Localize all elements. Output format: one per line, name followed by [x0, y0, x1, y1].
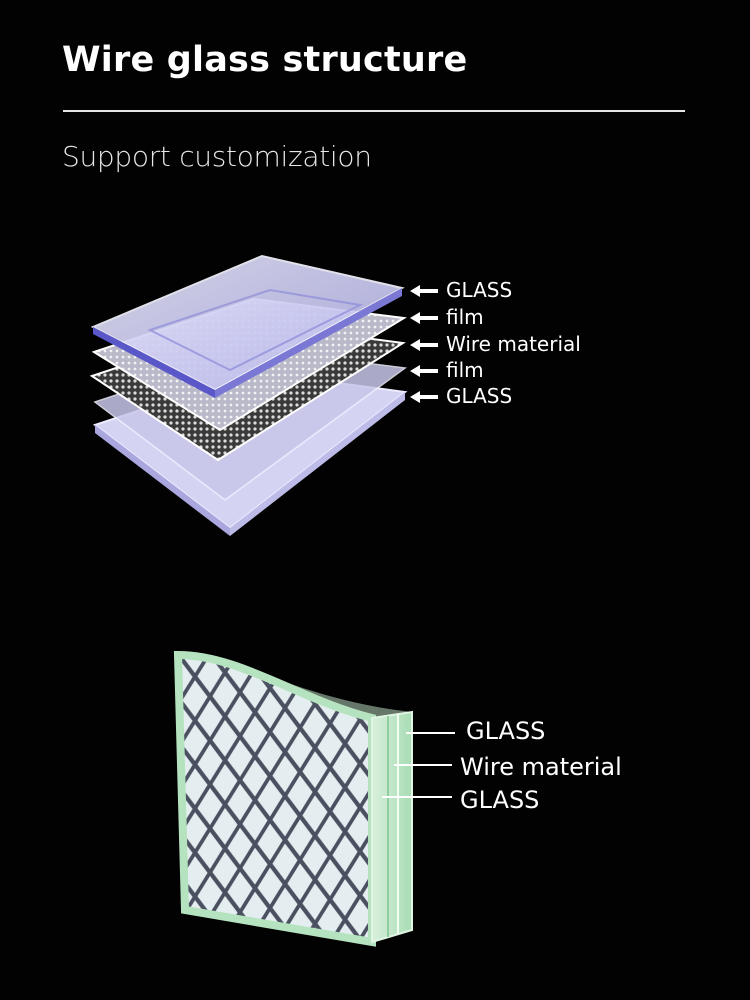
layer-label-glass-top: GLASS — [446, 278, 513, 302]
page-subtitle: Support customization — [62, 140, 372, 173]
cross-section-illustration — [173, 650, 413, 947]
section-leader-lines — [382, 732, 455, 798]
title-divider — [63, 110, 685, 112]
arrow-icon — [410, 391, 438, 403]
section-label-wire-material: Wire material — [460, 753, 622, 781]
layer-label-glass-bottom: GLASS — [446, 384, 513, 408]
page-title: Wire glass structure — [62, 40, 468, 80]
layer-label-film-bottom: film — [446, 358, 484, 382]
layer-arrows — [410, 285, 438, 403]
section-label-glass-outer: GLASS — [466, 717, 546, 745]
arrow-icon — [410, 339, 438, 351]
arrow-icon — [410, 365, 438, 377]
arrow-icon — [410, 285, 438, 297]
top-glass-layer — [90, 254, 405, 398]
layer-label-film-top: film — [446, 305, 484, 329]
layer-label-wire-material: Wire material — [446, 332, 581, 356]
arrow-icon — [410, 312, 438, 324]
section-label-glass-inner: GLASS — [460, 786, 540, 814]
